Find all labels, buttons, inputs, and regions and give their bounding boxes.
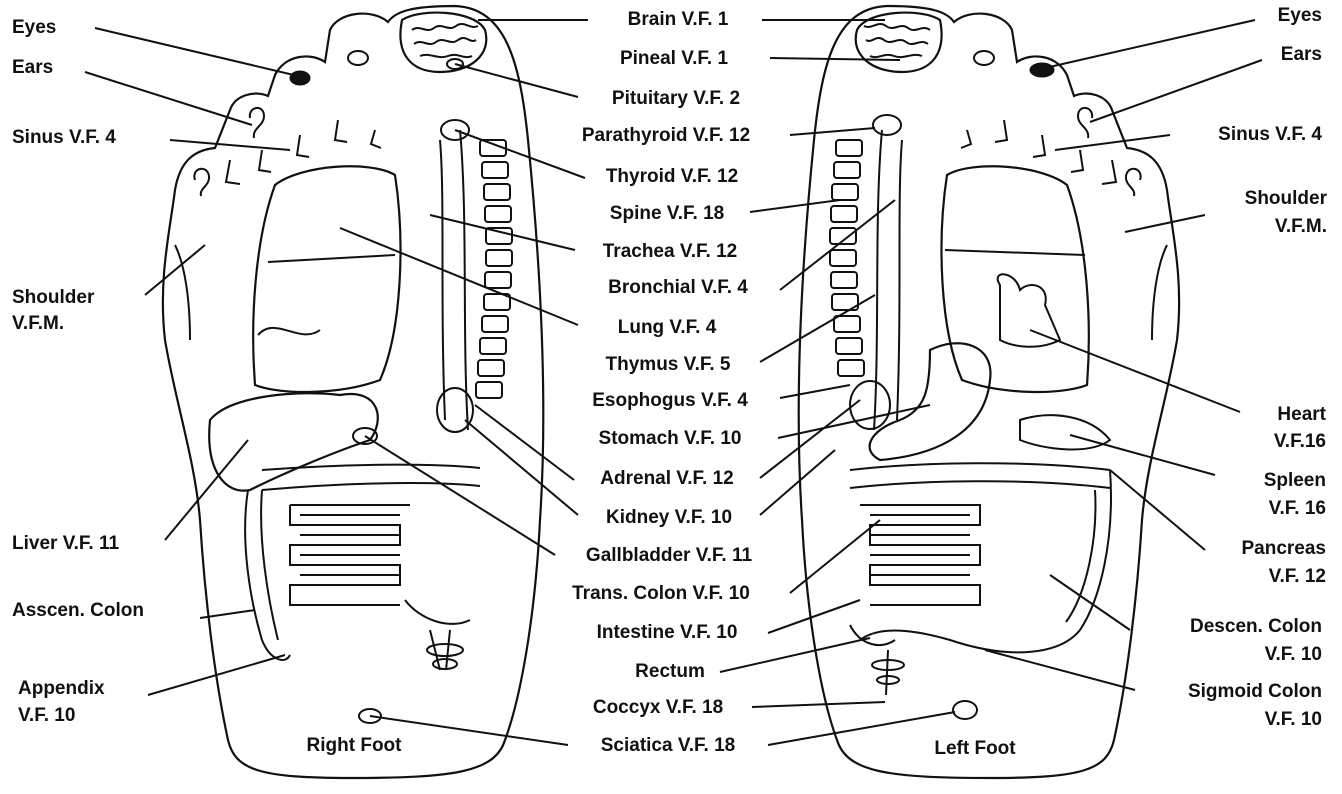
right-ear-toe5 bbox=[194, 169, 209, 196]
label-parathyroid: Parathyroid V.F. 12 bbox=[582, 125, 750, 147]
label-pituitary: Pituitary V.F. 2 bbox=[612, 88, 740, 110]
label-shoulder-left-foot: Shoulder bbox=[1245, 188, 1327, 210]
right-toe-big bbox=[400, 13, 486, 72]
label-heart: Heart bbox=[1277, 404, 1326, 426]
label-lung: Lung V.F. 4 bbox=[618, 317, 717, 339]
right-eye-toe3 bbox=[290, 71, 310, 85]
right-transverse-colon bbox=[262, 465, 480, 490]
label-thymus: Thymus V.F. 5 bbox=[606, 354, 731, 376]
left-ear-toe5 bbox=[1126, 169, 1141, 196]
label-shoulder-left-foot-vf: V.F.M. bbox=[1275, 216, 1327, 238]
caption-right-foot: Right Foot bbox=[307, 735, 402, 757]
label-trans-colon: Trans. Colon V.F. 10 bbox=[572, 583, 750, 605]
label-intestine: Intestine V.F. 10 bbox=[597, 622, 738, 644]
label-liver: Liver V.F. 11 bbox=[12, 533, 119, 555]
left-ear-toe4 bbox=[1078, 108, 1092, 138]
label-esophogus: Esophogus V.F. 4 bbox=[592, 390, 748, 412]
label-pancreas: Pancreas bbox=[1241, 538, 1326, 560]
label-thyroid: Thyroid V.F. 12 bbox=[606, 166, 738, 188]
left-spine bbox=[830, 130, 902, 430]
label-ears-right-foot: Ears bbox=[12, 57, 53, 79]
right-ascending-colon bbox=[245, 490, 290, 660]
left-stomach bbox=[870, 343, 991, 460]
label-eyes-left-foot: Eyes bbox=[1278, 5, 1322, 27]
label-brain: Brain V.F. 1 bbox=[628, 9, 729, 31]
left-heart bbox=[998, 274, 1060, 346]
right-brain-pattern bbox=[412, 24, 478, 57]
label-eyes-right-foot: Eyes bbox=[12, 17, 56, 39]
label-heart-vf: V.F.16 bbox=[1274, 431, 1326, 453]
left-toe-big bbox=[856, 13, 942, 72]
right-foot-drawing bbox=[163, 6, 543, 778]
left-sciatica-point bbox=[953, 701, 977, 719]
left-small-intestine bbox=[860, 505, 980, 605]
label-shoulder-right-foot-vf: V.F.M. bbox=[12, 313, 64, 335]
label-shoulder-right-foot: Shoulder bbox=[12, 287, 94, 309]
left-brain-pattern bbox=[864, 24, 930, 57]
label-adrenal: Adrenal V.F. 12 bbox=[600, 468, 733, 490]
left-descending-colon bbox=[1066, 470, 1111, 630]
right-lung bbox=[253, 166, 400, 392]
label-appendix-vf: V.F. 10 bbox=[18, 705, 75, 727]
label-appendix: Appendix bbox=[18, 678, 105, 700]
label-sigmoid-colon: Sigmoid Colon bbox=[1188, 681, 1322, 703]
label-spine: Spine V.F. 18 bbox=[610, 203, 724, 225]
left-eye-toe3 bbox=[1030, 63, 1054, 77]
label-trachea: Trachea V.F. 12 bbox=[603, 241, 738, 263]
label-descending-colon: Descen. Colon bbox=[1190, 616, 1322, 638]
right-sinus-marks bbox=[226, 120, 381, 184]
left-foot-drawing bbox=[799, 6, 1179, 778]
right-small-intestine bbox=[290, 505, 410, 605]
label-pancreas-vf: V.F. 12 bbox=[1269, 566, 1326, 588]
label-coccyx: Coccyx V.F. 18 bbox=[593, 697, 723, 719]
label-descending-colon-vf: V.F. 10 bbox=[1265, 644, 1322, 666]
label-ascending-colon: Asscen. Colon bbox=[12, 600, 144, 622]
label-kidney: Kidney V.F. 10 bbox=[606, 507, 732, 529]
label-gallbladder: Gallbladder V.F. 11 bbox=[586, 545, 752, 567]
label-spleen: Spleen bbox=[1264, 470, 1326, 492]
right-eye-toe2 bbox=[348, 51, 368, 65]
left-parathyroid bbox=[873, 115, 901, 135]
left-spleen bbox=[1020, 415, 1110, 449]
right-spine bbox=[440, 130, 512, 430]
label-pineal: Pineal V.F. 1 bbox=[620, 48, 728, 70]
label-spleen-vf: V.F. 16 bbox=[1269, 498, 1326, 520]
label-ears-left-foot: Ears bbox=[1281, 44, 1322, 66]
right-ear-toe4 bbox=[250, 108, 264, 138]
right-liver bbox=[209, 393, 378, 490]
left-eye-toe2 bbox=[974, 51, 994, 65]
right-foot-outline bbox=[163, 6, 543, 778]
caption-left-foot: Left Foot bbox=[934, 738, 1015, 760]
label-sciatica: Sciatica V.F. 18 bbox=[601, 735, 736, 757]
label-sinus-left-foot: Sinus V.F. 4 bbox=[1218, 124, 1322, 146]
label-bronchial: Bronchial V.F. 4 bbox=[608, 277, 748, 299]
label-sigmoid-colon-vf: V.F. 10 bbox=[1265, 709, 1322, 731]
left-shoulder bbox=[1152, 245, 1167, 340]
label-rectum: Rectum bbox=[635, 661, 705, 683]
left-sinus-marks bbox=[961, 120, 1116, 184]
left-transverse-colon bbox=[850, 463, 1110, 488]
label-sinus-right-foot: Sinus V.F. 4 bbox=[12, 127, 116, 149]
label-stomach: Stomach V.F. 10 bbox=[599, 428, 742, 450]
